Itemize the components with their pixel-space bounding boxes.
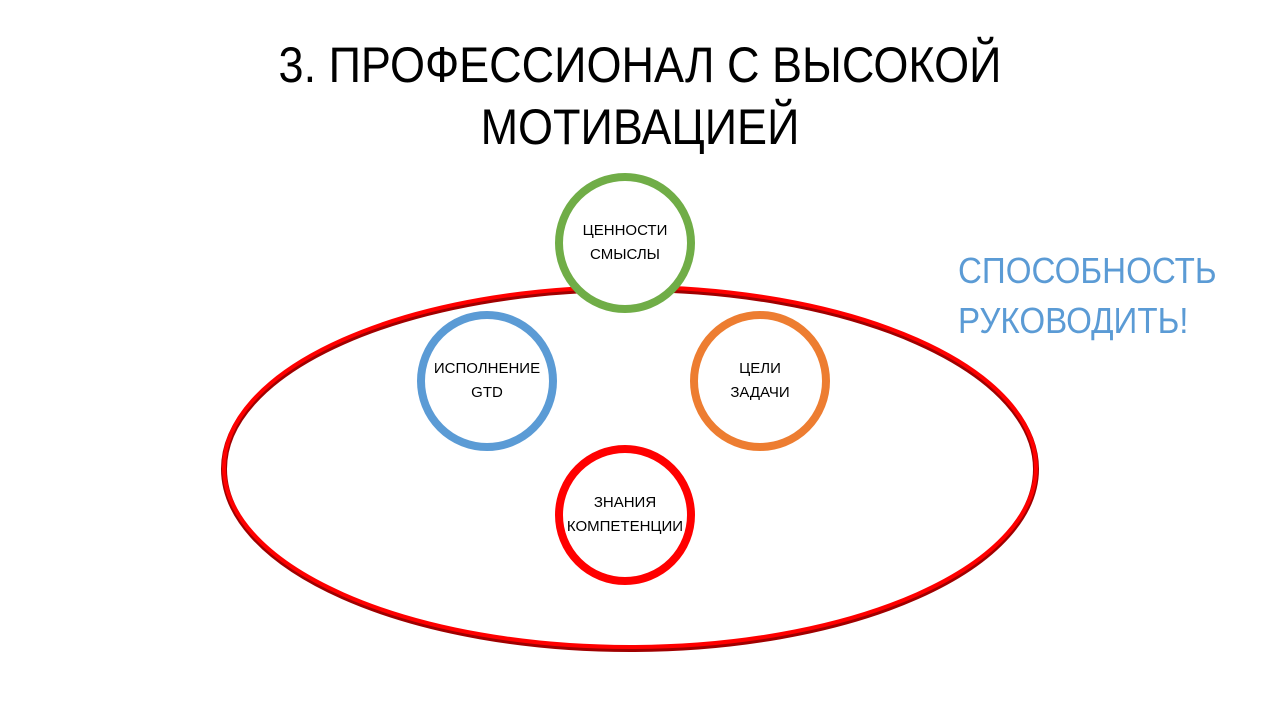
node-knowledge: ЗНАНИЯ КОМПЕТЕНЦИИ	[555, 445, 695, 585]
node-values-line-2: СМЫСЛЫ	[590, 246, 660, 263]
slide-title-line-1: 3. ПРОФЕССИОНАЛ С ВЫСОКОЙ	[278, 37, 1002, 93]
node-execution-line-1: ИСПОЛНЕНИЕ	[433, 360, 541, 377]
slide-title-line-2: МОТИВАЦИЕЙ	[480, 99, 800, 155]
node-goals-line-1: ЦЕЛИ	[739, 360, 781, 377]
node-execution: ИСПОЛНЕНИЕ GTD	[417, 311, 557, 451]
node-values: ЦЕННОСТИ СМЫСЛЫ	[555, 173, 695, 313]
node-knowledge-line-1: ЗНАНИЯ	[593, 494, 657, 511]
side-note-line-2: РУКОВОДИТЬ!	[958, 300, 1189, 341]
node-values-line-1: ЦЕННОСТИ	[582, 222, 668, 239]
node-knowledge-line-2: КОМПЕТЕНЦИИ	[566, 518, 684, 535]
slide-title: 3. ПРОФЕССИОНАЛ С ВЫСОКОЙ МОТИВАЦИЕЙ	[64, 34, 1216, 158]
node-goals-line-2: ЗАДАЧИ	[730, 384, 790, 401]
node-execution-line-2: GTD	[471, 384, 503, 401]
node-goals: ЦЕЛИ ЗАДАЧИ	[690, 311, 830, 451]
side-note-line-1: СПОСОБНОСТЬ	[958, 250, 1217, 291]
side-note: СПОСОБНОСТЬ РУКОВОДИТЬ!	[958, 246, 1217, 346]
